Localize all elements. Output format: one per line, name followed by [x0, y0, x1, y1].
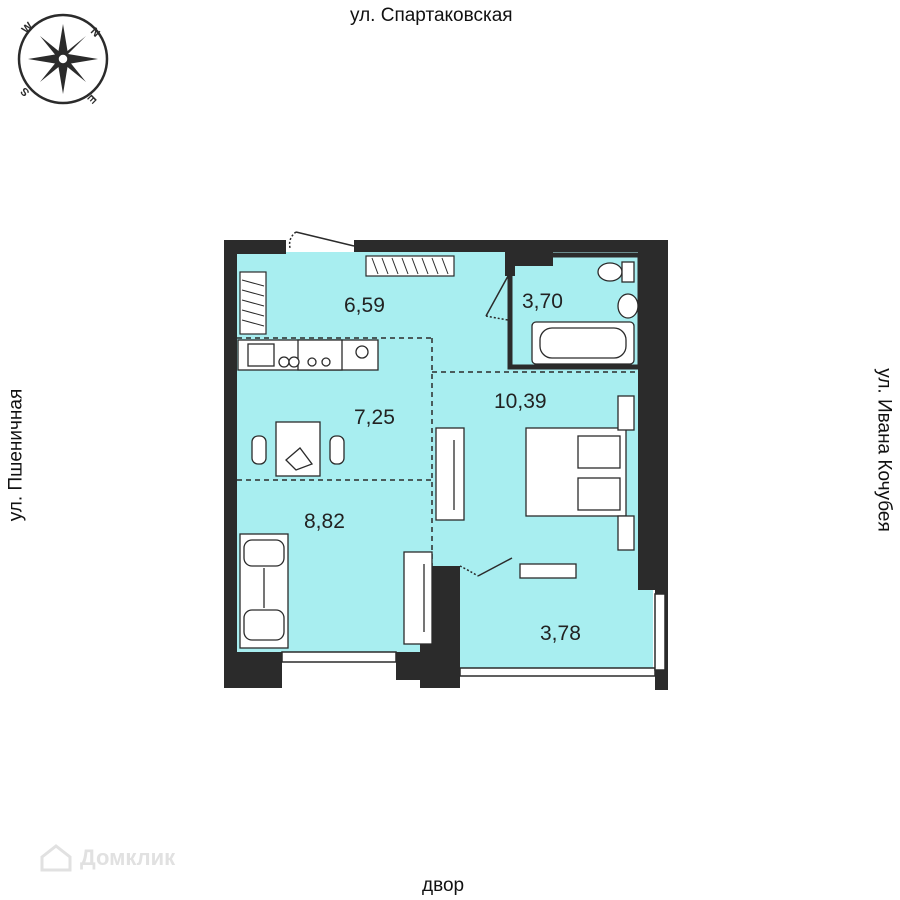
room-area-dining: 7,25 [354, 406, 395, 429]
kitchen-counter [237, 339, 379, 371]
doors [288, 231, 513, 577]
street-label-top: ул. Спартаковская [350, 5, 513, 26]
room-area-bathroom: 3,70 [522, 290, 563, 313]
sofa [239, 533, 289, 649]
room-area-bedroom: 10,39 [494, 390, 547, 413]
room-area-balcony: 3,78 [540, 622, 581, 645]
house-logo-icon [40, 844, 72, 872]
compass-rose-icon: N E S W [17, 13, 109, 106]
radiator-fins [241, 257, 449, 327]
walls [224, 240, 668, 690]
room-area-living: 8,82 [304, 510, 345, 533]
bathroom-fixtures [531, 261, 639, 365]
room-area-kitchen: 6,59 [344, 294, 385, 317]
tv-stands [403, 427, 465, 645]
zone-separators [237, 337, 638, 566]
street-label-bottom: двор [422, 875, 465, 896]
windows [281, 593, 666, 688]
dresser [519, 563, 577, 579]
bed [525, 395, 635, 551]
watermark: Домклик [38, 843, 175, 873]
watermark-text: Домклик [80, 845, 176, 870]
dining-table [251, 421, 345, 477]
